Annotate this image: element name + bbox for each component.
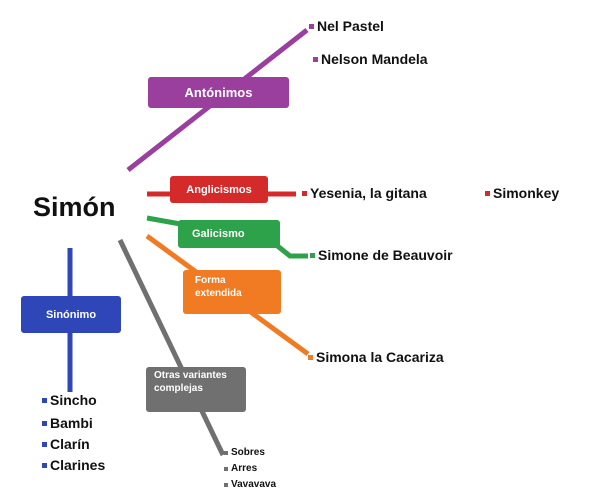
anglicismos-box: Anglicismos (170, 176, 268, 203)
leaf-label: Yesenia, la gitana (310, 185, 427, 201)
anglicismos-label: Anglicismos (186, 183, 252, 196)
leaf-label: Nelson Mandela (321, 51, 428, 67)
leaf-label: Arres (231, 463, 258, 474)
leaf-simonkey: Simonkey (485, 185, 559, 201)
antonimos-box: Antónimos (148, 77, 289, 108)
leaf-nelson-mandela: Nelson Mandela (313, 51, 428, 67)
bullet-icon (310, 252, 315, 258)
central-concept: Simón (33, 192, 116, 222)
bullet-icon (42, 420, 47, 426)
leaf-clarin: Clarín (42, 436, 90, 452)
bullet-icon (309, 23, 314, 29)
leaf-simona-la-cacariza: Simona la Cacariza (308, 349, 444, 365)
leaf-sobres: Sobres (224, 447, 265, 458)
bullet-icon (485, 190, 490, 196)
bullet-icon (302, 190, 307, 196)
bullet-icon (42, 397, 47, 403)
leaf-label: Simone de Beauvoir (318, 247, 453, 263)
leaf-sincho: Sincho (42, 392, 97, 408)
leaf-bambi: Bambi (42, 415, 93, 431)
leaf-vavavava: Vavavava (224, 479, 276, 490)
leaf-label: Sobres (231, 447, 265, 458)
leaf-label: Clarín (50, 436, 90, 452)
bullet-icon (42, 462, 47, 468)
leaf-simone-de-beauvoir: Simone de Beauvoir (310, 247, 453, 263)
bullet-icon (224, 450, 228, 455)
leaf-label: Clarines (50, 457, 106, 473)
galicismo-label: Galicismo (192, 228, 245, 240)
bullet-icon (308, 354, 313, 360)
antonimos-label: Antónimos (184, 85, 253, 100)
bullet-icon (42, 441, 47, 447)
leaf-label: Bambi (50, 415, 93, 431)
bullet-icon (224, 482, 228, 487)
leaf-clarines: Clarines (42, 457, 105, 473)
sinonimo-box: Sinónimo (21, 296, 121, 333)
bullet-icon (313, 56, 318, 62)
sinonimo-label: Sinónimo (45, 308, 97, 321)
leaf-label: Simonkey (493, 185, 560, 201)
leaf-label: Nel Pastel (317, 18, 384, 34)
leaf-label: Vavavava (231, 479, 277, 490)
otras-box: Otras variantes complejas (146, 367, 246, 412)
leaf-label: Simona la Cacariza (316, 349, 444, 365)
leaf-arres: Arres (224, 463, 257, 474)
otras-connector (117, 238, 226, 457)
bullet-icon (224, 466, 228, 471)
leaf-nel-pastel: Nel Pastel (309, 18, 384, 34)
forma-extendida-label: Forma extendida (195, 275, 242, 299)
leaf-label: Sincho (50, 392, 97, 408)
galicismo-box: Galicismo (178, 220, 280, 248)
otras-label: Otras variantes complejas (154, 370, 227, 394)
leaf-yesenia-la-gitana: Yesenia, la gitana (302, 185, 427, 201)
forma-extendida-box: Forma extendida (183, 270, 281, 314)
